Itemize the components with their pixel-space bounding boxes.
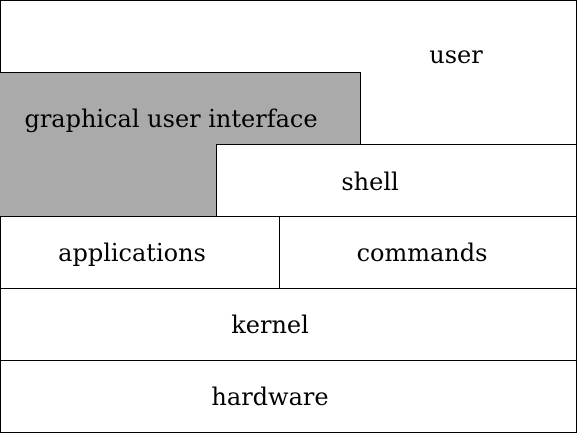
shell-layer xyxy=(216,144,577,217)
hardware-layer xyxy=(0,360,577,433)
user-label: user xyxy=(429,41,483,69)
kernel-label: kernel xyxy=(231,311,309,339)
applications-label: applications xyxy=(58,239,206,267)
shell-label: shell xyxy=(341,168,399,196)
commands-label: commands xyxy=(356,239,488,267)
gui-border-top xyxy=(0,72,361,73)
hardware-label: hardware xyxy=(211,383,329,411)
gui-fill-bottom xyxy=(0,144,217,217)
gui-border-right-upper xyxy=(360,72,361,145)
gui-label: graphical user interface xyxy=(24,105,318,133)
applications-layer xyxy=(0,216,280,289)
kernel-layer xyxy=(0,288,577,361)
gui-fill-top xyxy=(0,72,361,145)
